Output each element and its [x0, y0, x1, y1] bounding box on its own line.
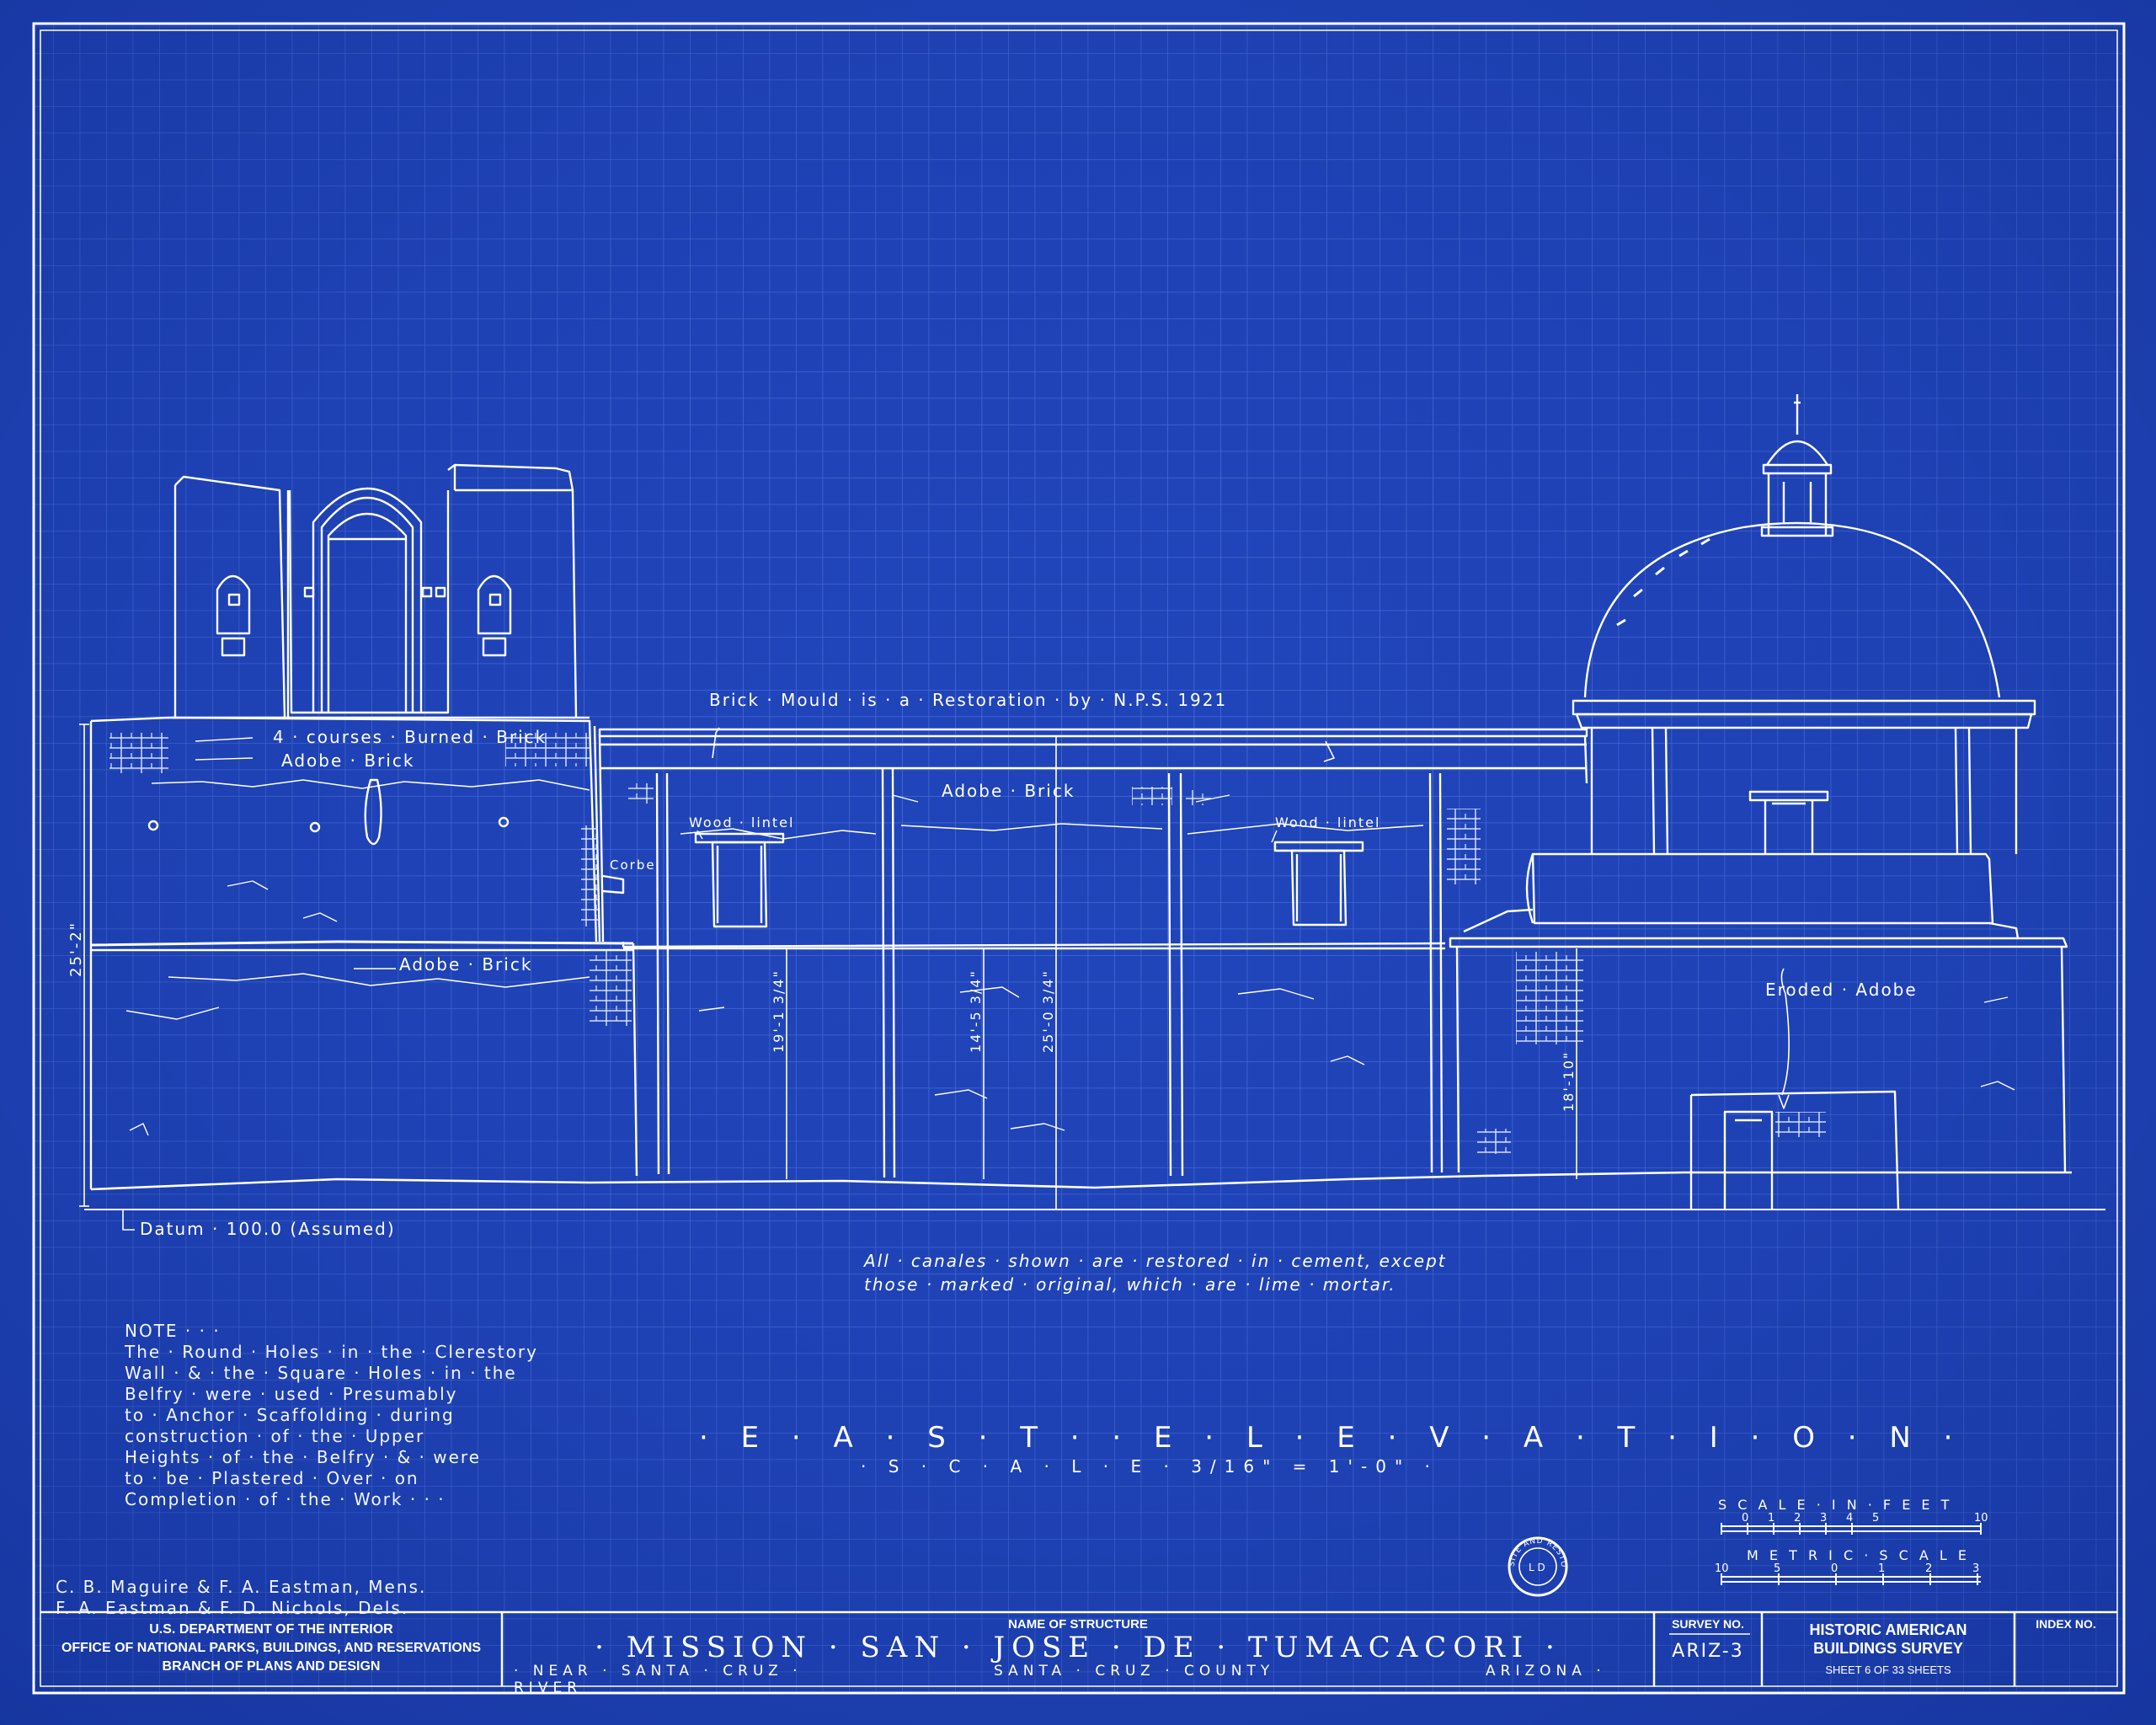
- left-block: [89, 716, 638, 1189]
- nave-middle: [598, 728, 1588, 1210]
- dome: [1583, 521, 2001, 698]
- label-burned-brick: 4 · courses · Burned · Brick: [273, 727, 547, 747]
- delineators-line: F. A. Eastman & F. D. Nichols, Dels.: [56, 1598, 409, 1618]
- dim-height-d: 18'-10": [1561, 1051, 1577, 1112]
- location-county: SANTA · CRUZ · COUNTY: [994, 1663, 1275, 1680]
- agency-line1: U.S. DEPARTMENT OF THE INTERIOR: [149, 1622, 393, 1637]
- structure-name: · MISSION · SAN · JOSE · DE · TUMACACORI…: [595, 1631, 1561, 1664]
- drawing-labels: Brick · Mould · is · a · Restoration · b…: [67, 690, 1964, 1477]
- note-line: Completion · of · the · Work · · ·: [125, 1489, 446, 1509]
- note-line: construction · of · the · Upper: [125, 1426, 425, 1446]
- title-block-frame: [40, 1610, 2117, 1686]
- feet-tick-10: 10: [1974, 1512, 1988, 1525]
- feet-scale-label: S C A L E · I N · F E E T: [1718, 1497, 1952, 1513]
- metric-tick-0: 0: [1831, 1562, 1838, 1575]
- label-adobe-brick-center: Adobe · Brick: [942, 781, 1075, 801]
- feet-tick-3: 3: [1820, 1512, 1827, 1525]
- note-line: to · be · Plastered · Over · on: [125, 1468, 419, 1488]
- metric-tick-5: 5: [1774, 1562, 1780, 1575]
- label-corbel: Corbel: [610, 857, 661, 873]
- survey-no-label: SURVEY NO.: [1672, 1617, 1744, 1631]
- habs-block: HISTORIC AMERICAN BUILDINGS SURVEY SHEET…: [1764, 1621, 2013, 1680]
- dim-height-b: 14'-5 3/4": [968, 969, 984, 1053]
- label-wood-lintel-left: Wood · lintel: [689, 814, 794, 830]
- note-heading: NOTE · · ·: [125, 1321, 221, 1341]
- seal-center: L D: [1529, 1562, 1545, 1573]
- metric-scale-label: M E T R I C · S C A L E: [1747, 1547, 1970, 1563]
- label-brick-mould: Brick · Mould · is · a · Restoration · b…: [709, 690, 1227, 710]
- note-line: to · Anchor · Scaffolding · during: [125, 1405, 455, 1425]
- dim-height-c: 25'-0 3/4": [1040, 969, 1056, 1053]
- feet-tick-4: 4: [1846, 1512, 1853, 1525]
- ground-line: [90, 1171, 2072, 1191]
- metric-tick-2: 2: [1925, 1562, 1932, 1575]
- structure-name-label: NAME OF STRUCTURE: [1008, 1617, 1148, 1632]
- canales-note-line1: All · canales · shown · are · restored ·…: [862, 1251, 1447, 1271]
- measurers-line: C. B. Maguire & F. A. Eastman, Mens.: [56, 1577, 427, 1597]
- note-line: The · Round · Holes · in · the · Clerest…: [125, 1342, 538, 1362]
- agency-line3: BRANCH OF PLANS AND DESIGN: [162, 1659, 381, 1674]
- agency-block: U.S. DEPARTMENT OF THE INTERIOR OFFICE O…: [42, 1621, 500, 1676]
- dim-height-a: 19'-1 3/4": [771, 969, 787, 1053]
- note-line: Heights · of · the · Belfry · & · were: [125, 1447, 482, 1467]
- label-adobe-brick-lower: Adobe · Brick: [399, 954, 532, 975]
- metric-scale-bar: [1721, 1573, 1981, 1585]
- habs-line1: HISTORIC AMERICAN: [1809, 1621, 1967, 1638]
- scaffolding-note: NOTE · · · The · Round · Holes · in · th…: [125, 1321, 538, 1510]
- label-adobe-brick-upper: Adobe · Brick: [281, 750, 414, 771]
- metric-tick-3: 3: [1972, 1562, 1979, 1575]
- east-elevation-drawing: [79, 394, 2105, 1231]
- location-river: · NEAR · SANTA · CRUZ · RIVER: [514, 1663, 803, 1696]
- delineators: C. B. Maguire & F. A. Eastman, Mens. F. …: [56, 1577, 426, 1619]
- label-datum: Datum · 100.0 (Assumed): [140, 1219, 396, 1239]
- dim-overall-height: 25'-2": [67, 921, 85, 977]
- belfry: [172, 463, 590, 719]
- survey-no: ARIZ-3: [1672, 1641, 1744, 1662]
- drawing-scale: · S · C · A · L · E · 3/16" = 1'-0" ·: [861, 1456, 1438, 1477]
- graphic-scales: S C A L E · I N · F E E T 0 1 2 3 4 5 10…: [1715, 1497, 1988, 1585]
- sacristy-dome: [1449, 394, 2068, 1210]
- label-eroded-adobe: Eroded · Adobe: [1765, 980, 1918, 1000]
- note-line: Belfry · were · used · Presumably: [125, 1384, 458, 1404]
- agency-line2: OFFICE OF NATIONAL PARKS, BUILDINGS, AND…: [61, 1641, 482, 1655]
- inner-border: [40, 29, 2118, 1687]
- sheet-number: SHEET 6 OF 33 SHEETS: [1825, 1664, 1951, 1676]
- feet-tick-5: 5: [1872, 1512, 1879, 1525]
- metric-tick-1: 1: [1878, 1562, 1885, 1575]
- drawing-title: · E · A · S · T · · E · L · E · V · A · …: [699, 1421, 1964, 1455]
- outer-border: [32, 22, 2126, 1695]
- location-state: ARIZONA ·: [1486, 1663, 1606, 1680]
- feet-tick-1: 1: [1768, 1512, 1774, 1525]
- metric-tick-10: 10: [1715, 1562, 1729, 1575]
- feet-tick-2: 2: [1794, 1512, 1801, 1525]
- habs-line2: BUILDINGS SURVEY: [1813, 1640, 1963, 1657]
- index-no-label: INDEX NO.: [2036, 1617, 2096, 1631]
- canales-note-line2: those · marked · original, which · are ·…: [864, 1274, 1396, 1295]
- feet-scale-bar: [1721, 1523, 1982, 1535]
- note-line: Wall · & · the · Square · Holes · in · t…: [125, 1363, 517, 1383]
- feet-tick-0: 0: [1742, 1512, 1748, 1525]
- label-wood-lintel-right: Wood · lintel: [1275, 814, 1380, 830]
